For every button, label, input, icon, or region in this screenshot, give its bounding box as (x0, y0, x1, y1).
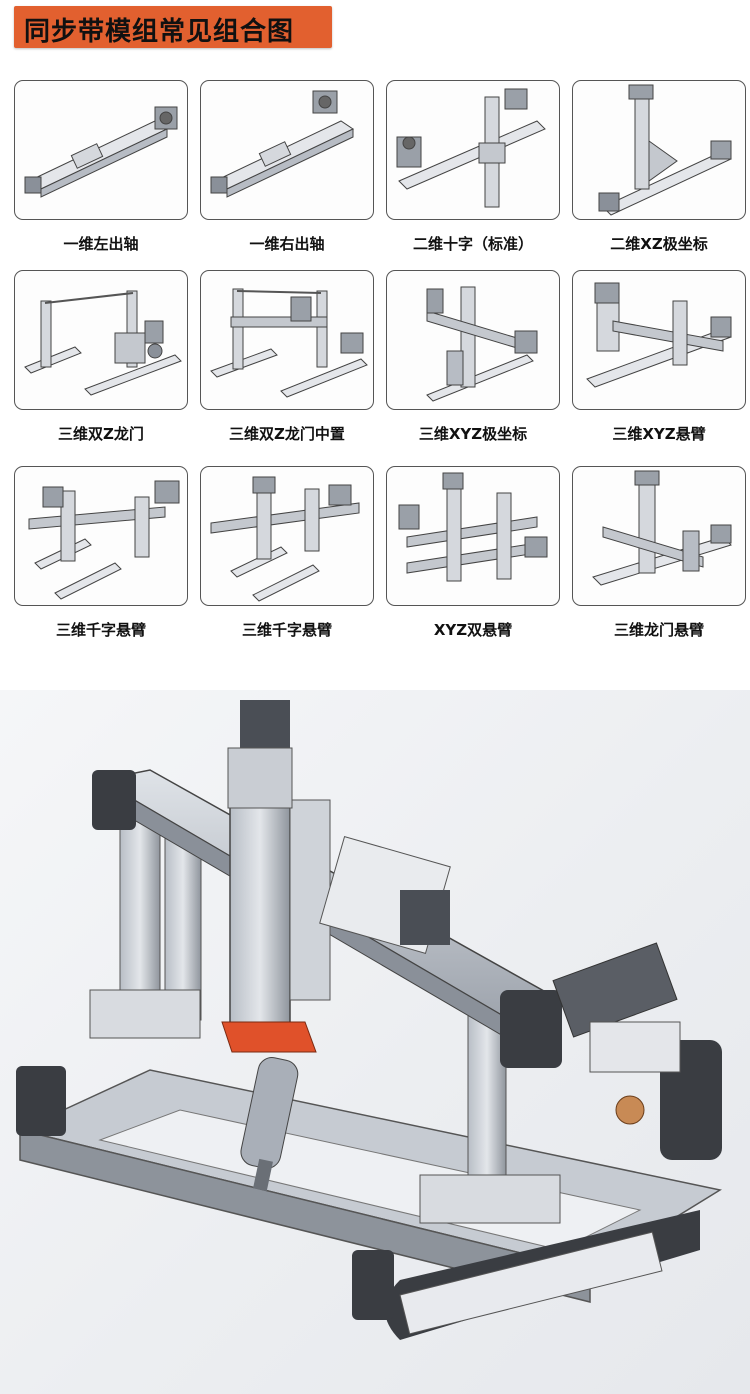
module-label: 三维双Z龙门 (58, 425, 144, 443)
module-label: XYZ双悬臂 (433, 621, 513, 639)
module-label: 二维XZ极坐标 (610, 235, 708, 253)
three-axis-gantry-cantilever-icon (572, 466, 746, 606)
module-card: 三维双Z龙门中置 (200, 270, 374, 444)
module-label: 三维双Z龙门中置 (229, 425, 345, 443)
module-card: 三维XYZ悬臂 (572, 270, 746, 444)
module-card: 二维XZ极坐标 (572, 80, 746, 254)
module-card: 三维龙门悬臂 (572, 466, 746, 640)
module-label: 二维十字（标准） (412, 235, 533, 253)
single-axis-left-motor-icon (14, 80, 188, 220)
three-axis-double-z-gantry-icon (14, 270, 188, 410)
two-axis-cross-icon (386, 80, 560, 220)
module-label: 三维千字悬臂 (241, 621, 332, 639)
three-axis-qian-cantilever-b-icon (200, 466, 374, 606)
module-label: 一维右出轴 (249, 235, 325, 253)
page-title: 同步带模组常见组合图 (24, 17, 295, 47)
module-card: 三维千字悬臂 (200, 466, 374, 640)
xyz-double-cantilever-icon (386, 466, 560, 606)
module-label: 三维龙门悬臂 (613, 621, 704, 639)
two-axis-xz-polar-icon (572, 80, 746, 220)
three-axis-double-z-gantry-center-icon (200, 270, 374, 410)
module-grid: 一维左出轴 一维右出轴 (14, 80, 746, 640)
module-card: 一维右出轴 (200, 80, 374, 254)
module-label: 三维千字悬臂 (55, 621, 146, 639)
xyz-gantry-render-icon (0, 690, 750, 1394)
module-card: XYZ双悬臂 (386, 466, 560, 640)
three-axis-qian-cantilever-icon (14, 466, 188, 606)
three-axis-xyz-cantilever-icon (572, 270, 746, 410)
module-label: 三维XYZ极坐标 (418, 425, 528, 443)
module-label: 一维左出轴 (63, 235, 139, 253)
module-card: 三维双Z龙门 (14, 270, 188, 444)
module-card: 二维十字（标准） (386, 80, 560, 254)
title-banner: 同步带模组常见组合图 (14, 6, 332, 48)
module-card: 三维XYZ极坐标 (386, 270, 560, 444)
single-axis-right-motor-icon (200, 80, 374, 220)
module-label: 三维XYZ悬臂 (612, 425, 706, 443)
module-card: 三维千字悬臂 (14, 466, 188, 640)
three-axis-xyz-polar-icon (386, 270, 560, 410)
module-card: 一维左出轴 (14, 80, 188, 254)
